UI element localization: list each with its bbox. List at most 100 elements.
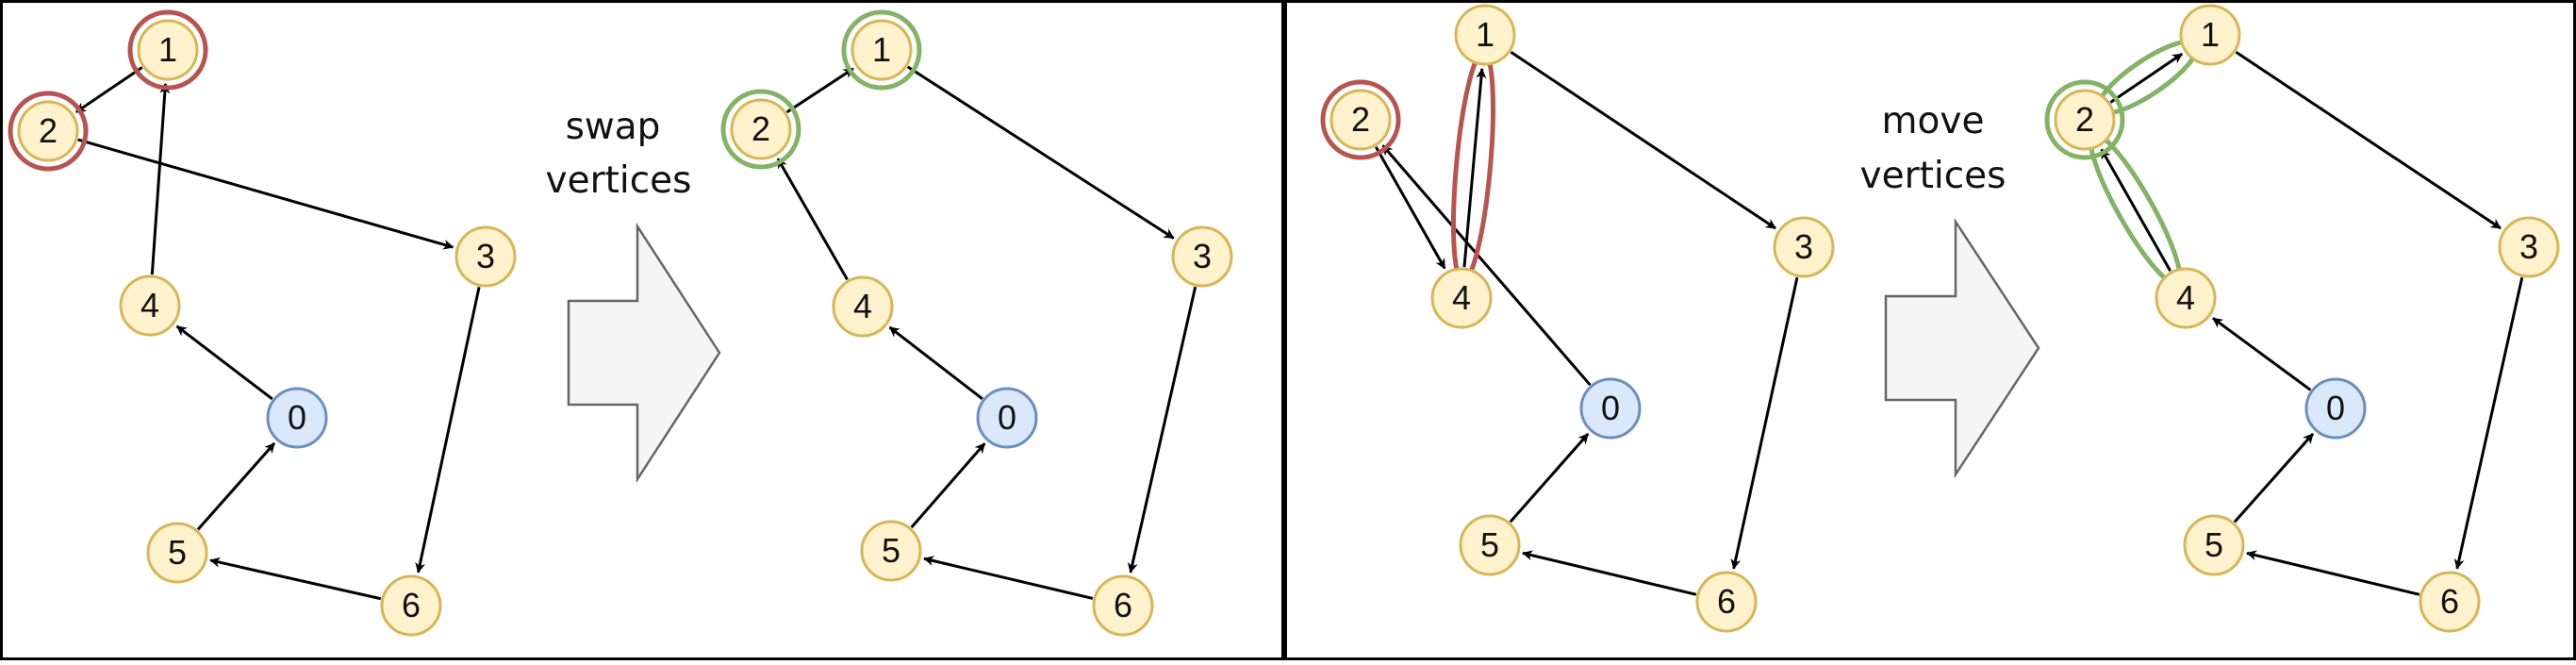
edge-1-to-3 — [906, 65, 1175, 240]
vertex-node-1 — [2179, 4, 2241, 66]
depot-node-0 — [1579, 377, 1642, 440]
node-label-2: 2 — [1351, 100, 1370, 139]
edge-3-to-6 — [1127, 286, 1197, 574]
depot-node-0 — [2304, 377, 2367, 440]
node-label-4: 4 — [853, 287, 872, 325]
vertex-node-2 — [2054, 89, 2116, 151]
vertex-node-3 — [2498, 216, 2560, 278]
panel-swap-after: 0 1 2 3 4 5 6 — [720, 9, 1233, 637]
edge-3-to-6 — [2453, 276, 2524, 570]
node-highlight-2 — [8, 91, 89, 172]
node-label-3: 3 — [476, 237, 495, 275]
edge-4-to-2 — [2100, 148, 2172, 273]
edge-4-to-2 — [776, 158, 849, 281]
edge-0-to-4 — [2212, 317, 2312, 391]
vertex-node-5 — [146, 522, 208, 584]
edge-1-to-2 — [74, 66, 143, 114]
node-label-2: 2 — [2075, 100, 2094, 139]
vertex-node-4 — [119, 274, 181, 337]
edge-0-to-4 — [888, 325, 983, 401]
node-highlight-2 — [1320, 79, 1401, 160]
vertex-node-6 — [1695, 571, 1758, 633]
node-label-0: 0 — [1601, 389, 1620, 427]
node-label-5: 5 — [168, 533, 187, 572]
edge-4-to-1 — [1462, 67, 1487, 268]
panel-move-before: 0 1 2 3 4 5 6 — [1320, 4, 1835, 633]
move-label-line2: vertices — [1860, 155, 2006, 197]
edge-0-to-2 — [1381, 144, 1592, 387]
left-frame — [0, 0, 1284, 660]
vertex-node-2 — [730, 98, 792, 160]
node-label-0: 0 — [2326, 389, 2345, 427]
vertex-node-6 — [1092, 574, 1154, 637]
node-label-6: 6 — [2440, 582, 2459, 621]
swap-label-line1: swap — [566, 106, 661, 148]
vertex-node-3 — [1773, 216, 1835, 278]
vertex-node-5 — [860, 520, 922, 582]
edge-6-to-5 — [1522, 550, 1697, 596]
node-label-5: 5 — [1480, 525, 1499, 564]
node-label-4: 4 — [1452, 278, 1471, 317]
vertex-node-3 — [454, 225, 517, 288]
vertex-node-6 — [380, 574, 442, 637]
edge-2-to-3 — [77, 138, 454, 250]
edge-2-to-4 — [1374, 145, 1446, 270]
vertex-node-1 — [137, 19, 199, 81]
vertex-node-5 — [1459, 514, 1521, 576]
vertex-node-2 — [1329, 89, 1392, 151]
node-label-5: 5 — [882, 531, 900, 570]
edge-2-to-1 — [785, 67, 854, 114]
node-label-1: 1 — [872, 30, 891, 69]
vertex-node-1 — [850, 19, 913, 81]
node-highlight-2 — [720, 89, 801, 170]
edge-1-to-3 — [2235, 51, 2502, 230]
vertex-node-2 — [17, 100, 79, 162]
depot-node-0 — [266, 387, 328, 449]
node-label-4: 4 — [140, 286, 159, 324]
node-label-0: 0 — [998, 398, 1016, 437]
node-label-6: 6 — [1717, 582, 1736, 621]
vertex-node-4 — [832, 275, 894, 338]
right-frame — [1284, 0, 2576, 660]
node-label-6: 6 — [1114, 586, 1132, 624]
vertex-node-4 — [1430, 267, 1493, 329]
move-transition-arrow — [1884, 217, 2040, 479]
panel-move-after: 0 1 2 3 4 5 6 — [2044, 4, 2560, 633]
node-label-4: 4 — [2176, 278, 2195, 317]
move-label-line1: move — [1882, 100, 1985, 142]
edge-0-to-4 — [175, 324, 273, 401]
node-label-1: 1 — [158, 30, 177, 69]
node-label-1: 1 — [1476, 15, 1494, 54]
node-label-6: 6 — [402, 586, 421, 624]
vertex-node-6 — [2419, 571, 2481, 633]
edge-2-to-1 — [2109, 52, 2184, 104]
edge-1-to-3 — [1510, 51, 1776, 230]
swap-transition-arrow — [567, 222, 721, 484]
edge-5-to-0 — [2233, 432, 2315, 524]
edge-5-to-0 — [910, 442, 986, 529]
edge-4-to-1 — [150, 82, 171, 275]
node-label-0: 0 — [288, 398, 306, 437]
edge-3-to-6 — [415, 286, 481, 574]
edge-3-to-6 — [1730, 276, 1799, 570]
node-label-3: 3 — [1794, 227, 1813, 266]
vertex-node-5 — [2183, 514, 2245, 576]
node-highlight-2 — [2044, 79, 2125, 160]
node-highlight-1 — [841, 9, 922, 91]
vertex-node-4 — [2155, 267, 2217, 329]
node-label-2: 2 — [751, 109, 770, 148]
node-highlight-1 — [127, 9, 208, 91]
edge-6-to-5 — [2246, 550, 2420, 596]
node-label-3: 3 — [1193, 237, 1212, 275]
swap-label-line2: vertices — [546, 159, 692, 202]
node-label-1: 1 — [2201, 15, 2220, 54]
edge-6-to-5 — [923, 556, 1094, 600]
vertex-node-1 — [1454, 4, 1516, 66]
node-label-3: 3 — [2519, 227, 2538, 266]
edge-5-to-0 — [196, 441, 276, 531]
node-label-5: 5 — [2204, 525, 2223, 564]
depot-node-0 — [976, 387, 1038, 449]
